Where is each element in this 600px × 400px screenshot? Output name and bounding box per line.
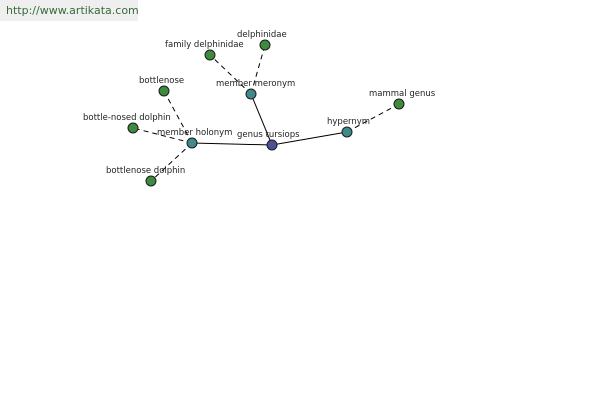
node-label-hypernym: hypernym <box>327 117 370 127</box>
node-member-meronym[interactable]: member meronym <box>216 79 295 100</box>
edge-genus-tursiops-to-member-holonym <box>191 142 273 146</box>
node-label-member-holonym: member holonym <box>157 128 232 138</box>
node-label-delphinidae: delphinidae <box>237 30 287 40</box>
node-label-family-delphinidae: family delphinidae <box>165 40 244 50</box>
node-hypernym[interactable]: hypernym <box>327 117 370 138</box>
node-label-genus-tursiops: genus tursiops <box>237 130 300 140</box>
node-label-bottlenose-dolphin: bottlenose dolphin <box>106 166 185 176</box>
node-bottle-nosed-dolphin[interactable]: bottle-nosed dolphin <box>83 113 171 134</box>
watermark-url[interactable]: http://www.artikata.com <box>0 0 139 21</box>
edge-hypernym-to-mammal-genus <box>346 103 400 133</box>
edge-member-holonym-to-bottle-nosed-dolphin <box>132 127 193 144</box>
node-circle-bottlenose-dolphin[interactable] <box>145 175 157 187</box>
node-circle-genus-tursiops[interactable] <box>266 139 278 151</box>
node-label-mammal-genus: mammal genus <box>369 89 436 99</box>
node-label-bottle-nosed-dolphin: bottle-nosed dolphin <box>83 113 171 123</box>
node-circle-member-holonym[interactable] <box>186 137 198 149</box>
node-mammal-genus[interactable]: mammal genus <box>369 89 436 110</box>
edge-member-holonym-to-bottlenose-dolphin <box>150 142 193 182</box>
edge-genus-tursiops-to-hypernym <box>271 131 348 146</box>
node-genus-tursiops[interactable]: genus tursiops <box>237 130 300 151</box>
edge-genus-tursiops-to-member-meronym <box>250 93 273 146</box>
node-family-delphinidae[interactable]: family delphinidae <box>165 40 244 61</box>
edge-member-holonym-to-bottlenose <box>163 90 193 144</box>
node-circle-member-meronym[interactable] <box>245 88 257 100</box>
node-circle-bottle-nosed-dolphin[interactable] <box>127 122 139 134</box>
node-circle-family-delphinidae[interactable] <box>204 49 216 61</box>
nodes-layer: genus tursiops member holonym member meron… <box>83 30 436 187</box>
node-label-member-meronym: member meronym <box>216 79 295 89</box>
node-bottlenose[interactable]: bottlenose <box>139 76 184 97</box>
node-bottlenose-dolphin[interactable]: bottlenose dolphin <box>106 166 185 187</box>
edge-member-meronym-to-family-delphinidae <box>209 54 252 95</box>
node-label-bottlenose: bottlenose <box>139 76 184 86</box>
node-delphinidae[interactable]: delphinidae <box>237 30 287 51</box>
node-circle-mammal-genus[interactable] <box>393 98 405 110</box>
edges-layer <box>132 44 400 182</box>
node-circle-bottlenose[interactable] <box>158 85 170 97</box>
node-member-holonym[interactable]: member holonym <box>157 128 232 149</box>
node-circle-hypernym[interactable] <box>341 126 353 138</box>
node-circle-delphinidae[interactable] <box>259 39 271 51</box>
